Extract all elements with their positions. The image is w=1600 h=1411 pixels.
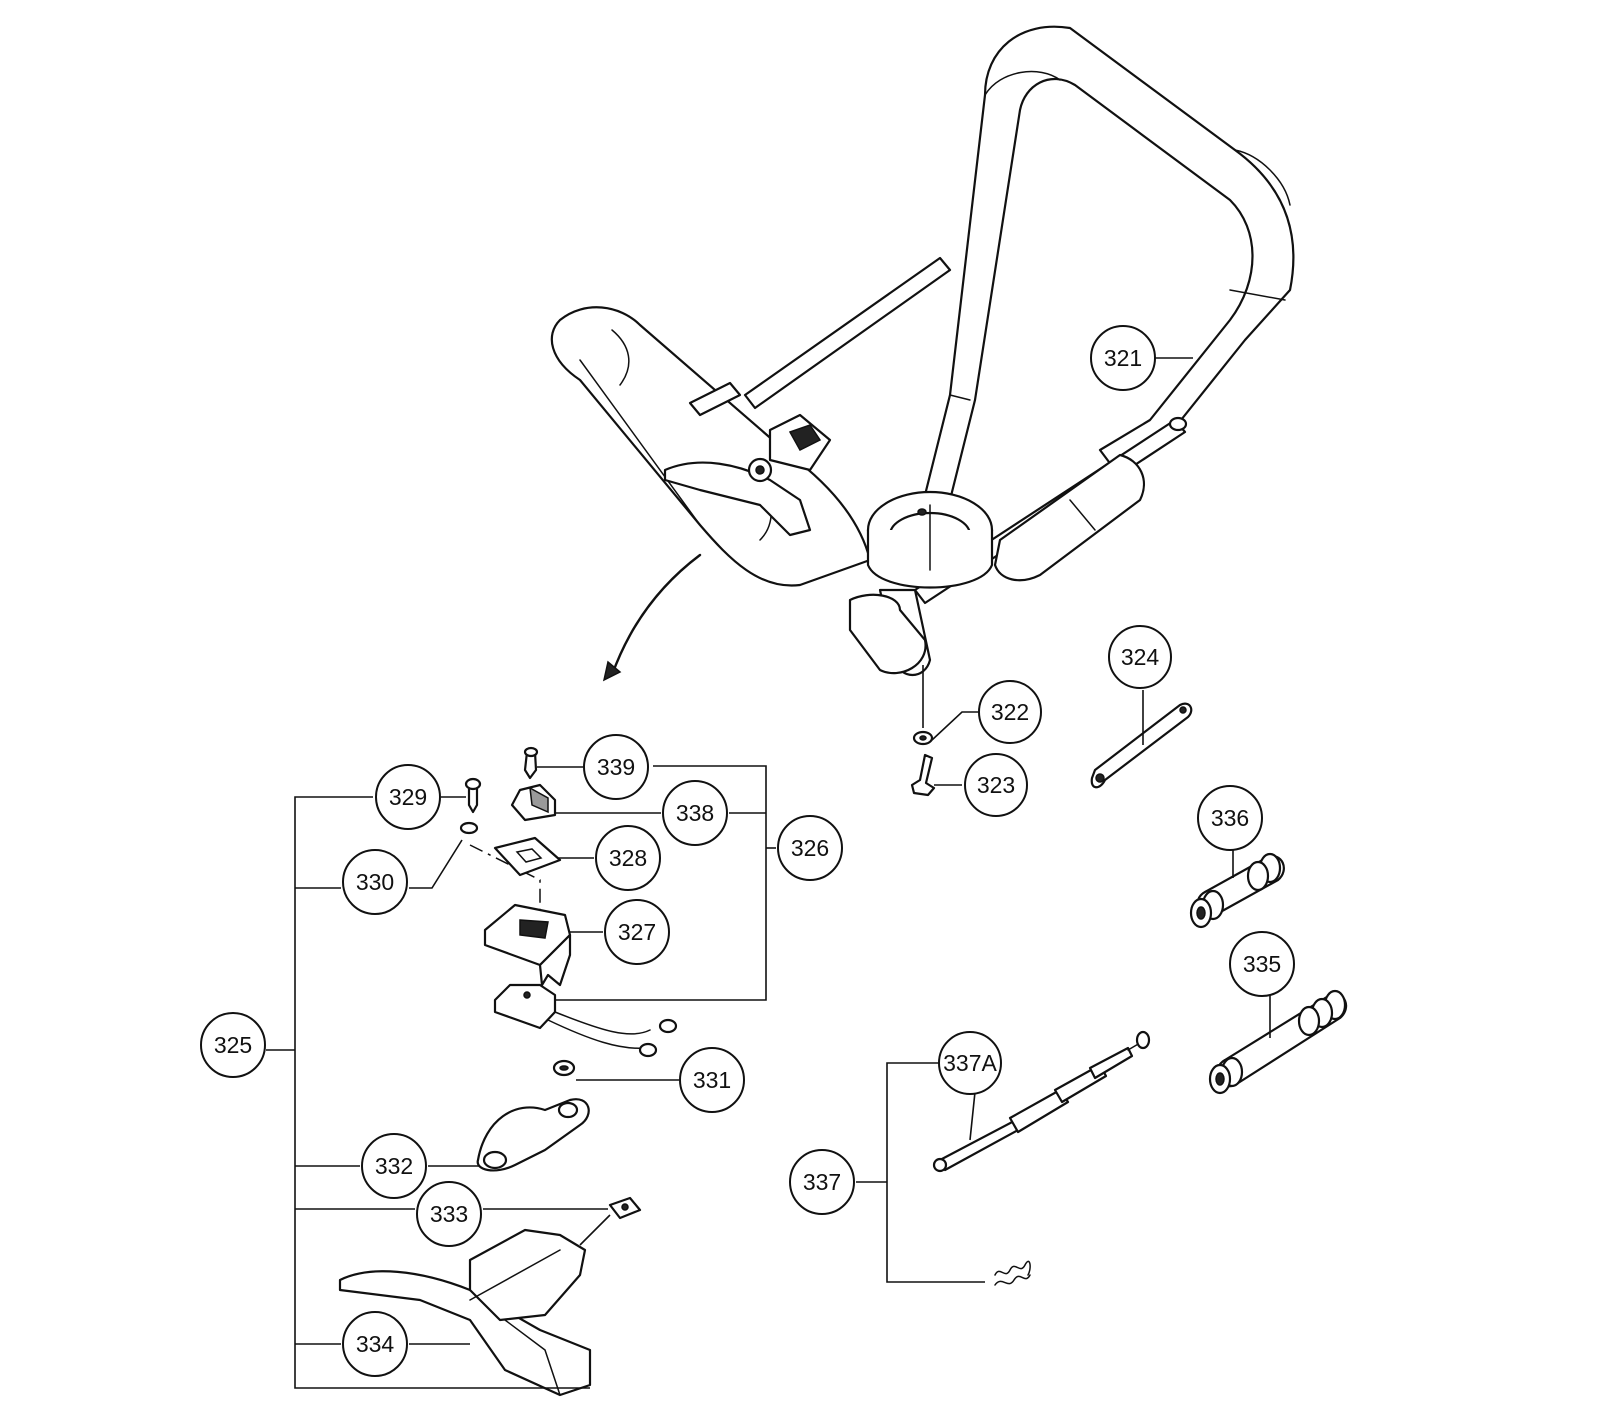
callout-324: 324	[1108, 625, 1172, 689]
svg-text:337A: 337A	[943, 1050, 997, 1076]
svg-text:337: 337	[803, 1169, 841, 1195]
callout-321: 321	[1090, 325, 1156, 391]
handle-fasteners	[910, 665, 1193, 797]
callout-327: 327	[604, 899, 670, 965]
callout-333: 333	[416, 1181, 482, 1247]
callout-328: 328	[595, 825, 661, 891]
throttle-cable	[932, 1030, 1151, 1286]
callout-323: 323	[964, 753, 1028, 817]
svg-text:328: 328	[609, 845, 647, 871]
svg-text:329: 329	[389, 784, 427, 810]
callout-331: 331	[679, 1047, 745, 1113]
callout-335: 335	[1229, 931, 1295, 997]
svg-text:325: 325	[214, 1032, 252, 1058]
svg-text:322: 322	[991, 699, 1029, 725]
handlebar-frame	[550, 25, 1295, 682]
svg-text:335: 335	[1243, 951, 1281, 977]
callout-325: 325	[200, 1012, 266, 1078]
svg-text:324: 324	[1121, 644, 1160, 670]
callout-330: 330	[342, 849, 408, 915]
svg-text:327: 327	[618, 919, 656, 945]
callout-329: 329	[375, 764, 441, 830]
svg-text:330: 330	[356, 869, 394, 895]
callout-339: 339	[583, 734, 649, 800]
svg-text:332: 332	[375, 1153, 413, 1179]
callout-337: 337	[789, 1149, 855, 1215]
leader-lines	[266, 357, 1271, 1389]
callout-322: 322	[978, 680, 1042, 744]
svg-text:321: 321	[1104, 345, 1142, 371]
svg-text:333: 333	[430, 1201, 468, 1227]
callout-337a: 337A	[938, 1031, 1002, 1095]
svg-text:338: 338	[676, 800, 714, 826]
callout-326: 326	[777, 815, 843, 881]
svg-text:334: 334	[356, 1331, 395, 1357]
grip-spacers	[1189, 852, 1348, 1095]
svg-text:339: 339	[597, 754, 635, 780]
svg-text:326: 326	[791, 835, 829, 861]
svg-text:323: 323	[977, 772, 1015, 798]
callout-332: 332	[361, 1133, 427, 1199]
callout-334: 334	[342, 1311, 408, 1377]
throttle-assembly-parts	[338, 746, 678, 1397]
svg-text:331: 331	[693, 1067, 731, 1093]
callout-336: 336	[1197, 785, 1263, 851]
callout-338: 338	[662, 780, 728, 846]
svg-text:336: 336	[1211, 805, 1249, 831]
